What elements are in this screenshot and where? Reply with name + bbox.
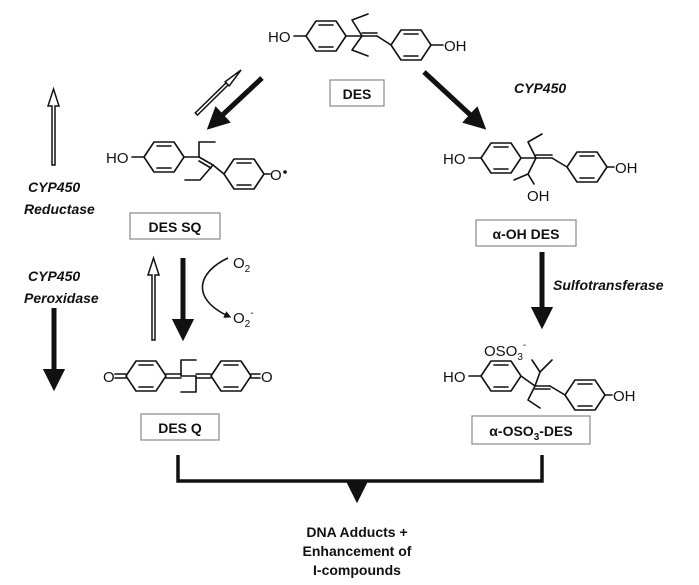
open-arrow-reductase-up — [46, 86, 61, 166]
final-product-line1: DNA Adducts + — [306, 524, 407, 540]
converging-bracket — [176, 455, 544, 483]
radical-dot-icon — [283, 170, 287, 174]
des-q-box-label: DES Q — [158, 420, 202, 436]
des-q-o-left: O — [103, 369, 115, 386]
des-ho-label: HO — [268, 29, 291, 46]
alpha-oh-des-oh-side: OH — [527, 188, 550, 205]
o2-label: O2 — [233, 255, 251, 275]
alpha-oh-des-ho-label: HO — [443, 151, 466, 168]
open-arrow-q-to-sq — [146, 255, 161, 341]
alpha-oh-des-box: α-OH DES — [475, 219, 577, 247]
des-q-structure: O O — [103, 359, 273, 393]
curved-arrow-o2 — [201, 257, 232, 318]
des-sq-structure: HO O — [106, 141, 287, 190]
alpha-oh-des-oh-label: OH — [615, 160, 638, 177]
alpha-oso3-des-box-label: α-OSO3-DES — [489, 423, 572, 443]
oso3-group-label: OSO3- — [484, 340, 526, 363]
alpha-oh-des-box-label: α-OH DES — [493, 226, 560, 242]
alpha-oh-des-structure: HO OH OH — [443, 133, 638, 205]
alpha-oso3-des-structure: OSO3- HO OH — [443, 340, 636, 411]
alpha-oso3-des-ho-label: HO — [443, 369, 466, 386]
des-q-left-ring — [125, 360, 167, 392]
reductase-label-line2: Reductase — [24, 201, 95, 217]
sulfotransferase-label: Sulfotransferase — [553, 277, 664, 293]
thick-arrow-des-to-sq — [206, 76, 264, 130]
cyp450-label: CYP450 — [514, 80, 566, 96]
alpha-oso3-des-box: α-OSO3-DES — [471, 415, 591, 445]
des-sq-box: DES SQ — [129, 212, 221, 240]
alpha-oso3-des-oh-label: OH — [613, 388, 636, 405]
superoxide-label: O2- — [233, 308, 254, 330]
final-product-line2: Enhancement of — [303, 543, 412, 559]
des-sq-o-radical: O — [270, 167, 282, 184]
peroxidase-label-line2: Peroxidase — [24, 290, 99, 306]
des-box: DES — [329, 79, 385, 107]
des-box-label: DES — [343, 86, 372, 102]
peroxidase-label-line1: CYP450 — [28, 268, 80, 284]
des-q-right-ring — [210, 360, 252, 392]
des-oh-label: OH — [444, 38, 467, 55]
des-sq-box-label: DES SQ — [149, 219, 202, 235]
final-product-line3: I-compounds — [313, 562, 401, 578]
des-structure: HO OH — [268, 13, 467, 61]
open-arrow-sq-to-des — [194, 69, 242, 117]
des-q-o-right: O — [261, 369, 273, 386]
thick-arrow-des-to-alpha-oh — [422, 70, 487, 130]
des-sq-ho-label: HO — [106, 150, 129, 167]
des-q-box: DES Q — [140, 413, 220, 441]
reductase-label-line1: CYP450 — [28, 179, 80, 195]
